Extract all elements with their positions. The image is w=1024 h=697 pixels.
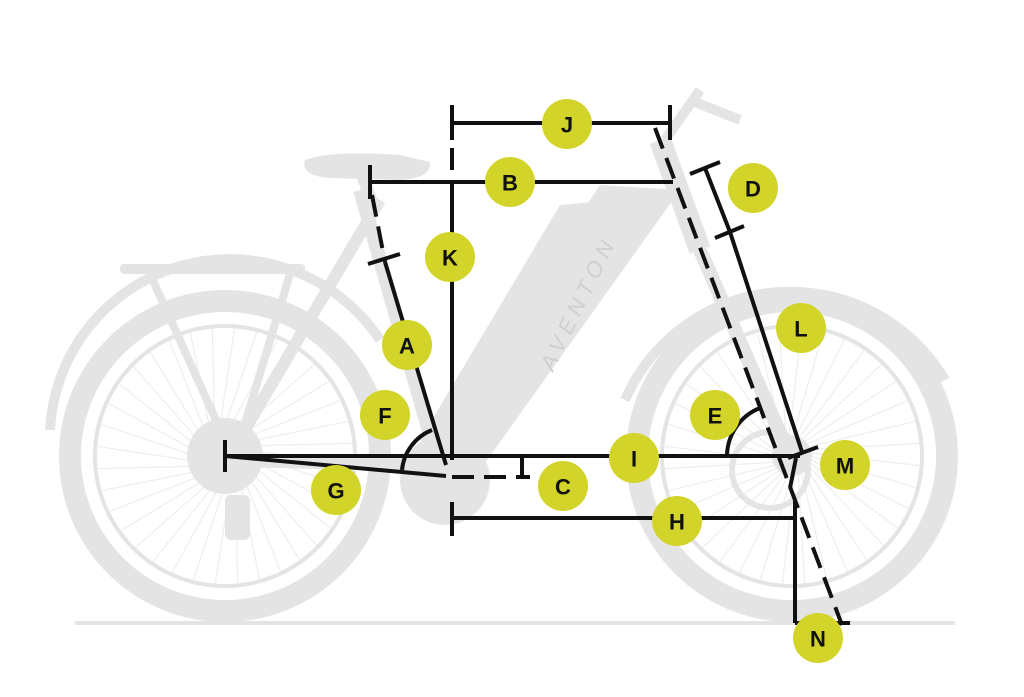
wheel-spoke	[664, 461, 776, 470]
badge-e: E	[690, 390, 740, 440]
wheel-spoke	[243, 380, 330, 434]
badge-n: N	[793, 613, 843, 663]
wheel-spoke	[168, 340, 207, 434]
badge-d: D	[728, 163, 778, 213]
wheel-spoke	[152, 483, 216, 563]
wheel-spoke	[224, 331, 258, 427]
svg-text:F: F	[378, 404, 391, 429]
wheel-spoke	[149, 351, 203, 438]
wheel-spoke	[803, 469, 849, 572]
badge-k: K	[425, 232, 475, 282]
svg-text:E: E	[708, 404, 723, 429]
badges: J B D K L A F E	[311, 99, 870, 663]
svg-text:C: C	[555, 475, 571, 500]
wheel-spoke	[135, 481, 211, 549]
svg-text:N: N	[810, 627, 826, 652]
svg-text:K: K	[442, 246, 458, 271]
wheel-spoke	[250, 420, 349, 442]
wheel-spoke	[243, 478, 282, 572]
wheel-spoke	[253, 442, 353, 447]
wheel-spoke	[97, 465, 197, 470]
wheel-spoke	[219, 328, 236, 427]
svg-text:B: B	[502, 171, 518, 196]
wheel-spoke	[667, 423, 775, 457]
svg-text:M: M	[836, 454, 854, 479]
wheel-spoke	[100, 423, 196, 457]
wheel-spoke	[791, 331, 825, 439]
svg-text:J: J	[561, 113, 573, 138]
wheel-spoke	[109, 474, 203, 513]
wheel-spoke	[800, 363, 882, 441]
wheel-spoke	[247, 474, 301, 561]
wheel-spoke	[805, 467, 868, 561]
seat-angle-arc	[400, 428, 433, 471]
badge-m: M	[820, 440, 870, 490]
wheel-spoke	[808, 442, 920, 451]
svg-text:H: H	[669, 510, 685, 535]
svg-text:L: L	[794, 317, 807, 342]
wheel-spoke	[794, 339, 846, 439]
wheel-spoke	[192, 485, 226, 581]
wheel-spoke	[108, 402, 196, 452]
wheel-spoke	[97, 445, 196, 462]
wheel-spoke	[778, 328, 787, 440]
badge-j: J	[542, 99, 592, 149]
wheel-spoke	[120, 478, 207, 532]
badge-f: F	[360, 390, 410, 440]
wheel-spoke	[797, 349, 865, 440]
wheel-spoke	[171, 485, 221, 573]
svg-text:A: A	[399, 334, 415, 359]
wheel-spoke	[803, 380, 897, 443]
dimension-line-a	[370, 194, 387, 263]
svg-text:D: D	[745, 177, 761, 202]
svg-text:I: I	[631, 447, 637, 472]
wheel-spoke	[132, 366, 200, 442]
wheel-spoke	[759, 473, 793, 581]
steering-axis	[653, 127, 844, 626]
badge-h: H	[652, 496, 702, 546]
badge-i: I	[609, 433, 659, 483]
wheel-spoke	[702, 471, 784, 549]
rear-wheel	[59, 290, 391, 622]
badge-c: C	[538, 461, 588, 511]
wheel-spoke	[807, 464, 885, 546]
dimension-line-l	[728, 231, 804, 453]
wheel-spoke	[118, 383, 198, 447]
wheel-spoke	[252, 465, 332, 529]
wheel-spoke	[250, 470, 318, 546]
dimension-line-d	[703, 167, 732, 233]
svg-text:G: G	[327, 479, 344, 504]
wheel-spoke	[668, 464, 777, 492]
wheel-spoke	[738, 473, 790, 573]
wheel-spoke	[687, 469, 781, 532]
dimension-line-m	[788, 457, 798, 489]
front-fender	[620, 286, 950, 402]
badge-g: G	[311, 465, 361, 515]
wheel-spoke	[807, 420, 916, 448]
wheel-spoke	[805, 399, 908, 445]
badge-b: B	[485, 157, 535, 207]
wheel-spoke	[101, 470, 200, 492]
badge-l: L	[776, 303, 826, 353]
wheel-spoke	[247, 399, 341, 438]
badge-a: A	[382, 320, 432, 370]
